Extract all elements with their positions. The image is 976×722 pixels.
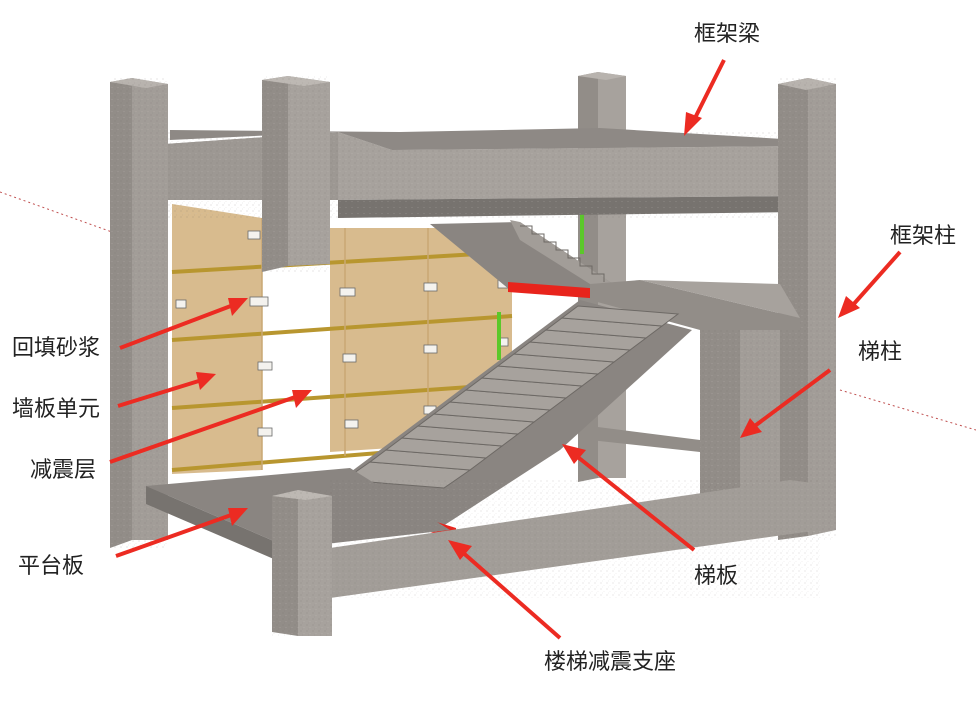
frame-beam (136, 128, 800, 218)
label-backfill-mortar: 回填砂浆 (12, 336, 101, 361)
label-stair-slab: 梯板 (694, 564, 739, 589)
bottom-ring-beam (330, 426, 820, 598)
arrow-landing-slab (115, 508, 248, 558)
label-landing-slab: 平台板 (18, 554, 85, 579)
axis-lines (0, 191, 976, 431)
arrow-backfill-mortar (119, 298, 248, 350)
arrow-wall-panel-unit (117, 372, 216, 408)
label-stair-column: 梯柱 (858, 340, 903, 365)
label-frame-column: 框架柱 (890, 224, 957, 249)
frame-column-right (778, 78, 836, 540)
arrow-stair-column (740, 368, 832, 438)
label-frame-beam: 框架梁 (694, 22, 761, 47)
label-wall-panel-unit: 墙板单元 (12, 397, 101, 422)
arrow-frame-beam (684, 59, 726, 136)
arrow-stair-isolation-bearing (448, 540, 562, 640)
middle-landing (590, 280, 800, 500)
frame-column-front-mid (262, 76, 330, 272)
label-isolation-layer: 减震层 (30, 458, 97, 483)
frame-column-left (110, 78, 168, 548)
frame-column-front-bottom (272, 490, 332, 636)
upper-stair-flight (430, 220, 616, 300)
arrow-stair-slab (562, 444, 696, 552)
label-stair-isolation-bearing: 楼梯减震支座 (544, 650, 677, 675)
annotation-arrows (109, 59, 902, 640)
stair-isolation-bearing-upper (508, 282, 616, 300)
arrow-isolation-layer (109, 390, 312, 464)
arrow-frame-column (838, 250, 902, 318)
